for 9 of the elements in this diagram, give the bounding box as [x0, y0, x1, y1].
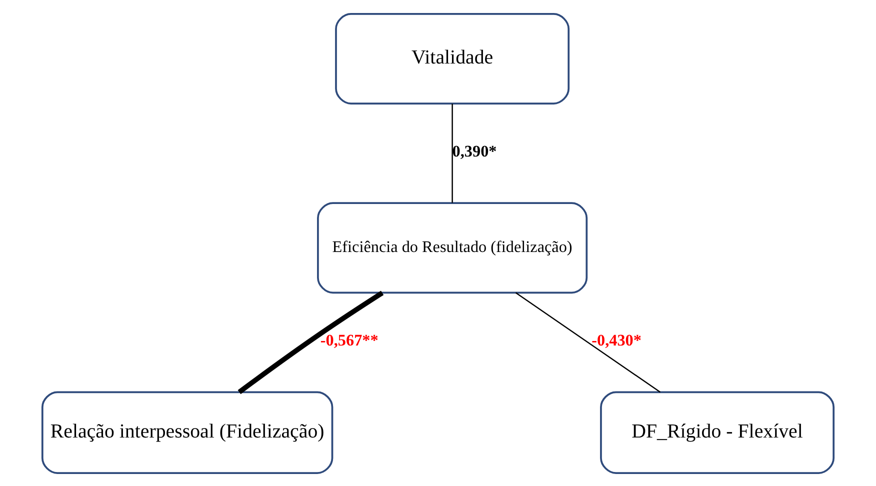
node-box: Vitalidade	[335, 12, 570, 104]
node-box: Relação interpessoal (Fidelização)	[41, 390, 334, 474]
connector	[452, 103, 453, 202]
node-box: Eficiência do Resultado (fidelização)	[317, 202, 588, 294]
connector	[238, 290, 384, 394]
connector	[515, 292, 661, 392]
edge-label: -0,430*	[592, 332, 642, 349]
edge-label: -0,567**	[320, 332, 378, 349]
node-box: DF_Rígido - Flexível	[600, 390, 835, 474]
